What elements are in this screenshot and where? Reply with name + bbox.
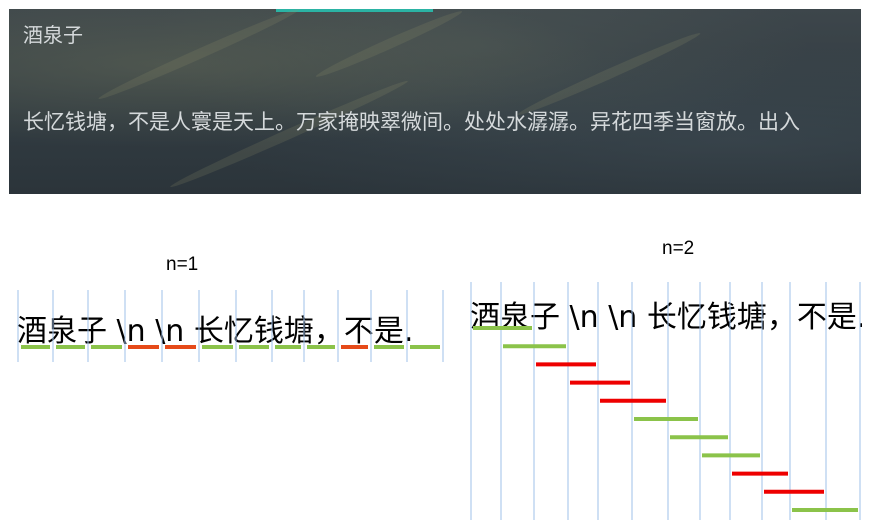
left-token-sequence: 酒泉子 \n \n 长忆钱塘，不是. bbox=[17, 314, 414, 349]
active-tab-indicator bbox=[276, 9, 433, 12]
poem-body: 长忆钱塘，不是人寰是天上。万家掩映翠微间。处处水潺潺。异花四季当窗放。出入 bbox=[23, 110, 800, 134]
poem-screenshot: 酒泉子 长忆钱塘，不是人寰是天上。万家掩映翠微间。处处水潺潺。异花四季当窗放。出… bbox=[9, 9, 861, 194]
right-token-sequence: 酒泉子 \n \n 长忆钱塘，不是. bbox=[470, 300, 862, 335]
right-diagram-caption: n=2 bbox=[662, 238, 695, 259]
left-diagram-caption: n=1 bbox=[166, 254, 199, 275]
poem-title: 酒泉子 bbox=[23, 23, 83, 47]
